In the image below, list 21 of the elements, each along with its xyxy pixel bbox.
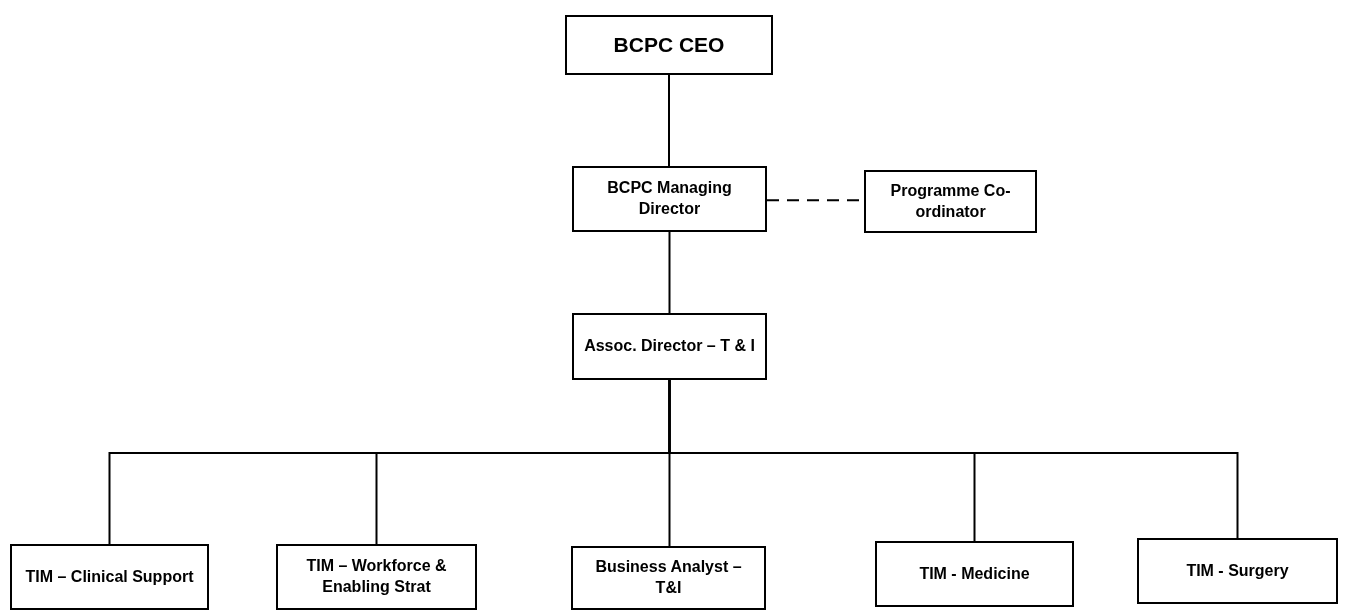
org-box	[276, 544, 477, 610]
role-title: TIM - Surgery	[1186, 560, 1289, 581]
connector-line	[668, 379, 1239, 539]
org-box	[565, 15, 773, 75]
role-title: Programme Co-ordinator	[889, 180, 1012, 222]
connector-line	[668, 74, 670, 167]
role-title: BCPC CEO	[613, 32, 725, 59]
org-box	[875, 541, 1074, 607]
role-title: Business Analyst – T&I	[594, 557, 743, 598]
org-box	[1137, 538, 1338, 604]
org-box	[571, 546, 766, 610]
role-title: TIM – Clinical Support	[25, 566, 194, 587]
org-box	[864, 170, 1037, 233]
role-title: TIM - Medicine	[919, 563, 1030, 584]
org-box	[572, 166, 767, 232]
org-box	[572, 313, 767, 380]
role-title: TIM – Workforce & Enabling Strat	[305, 556, 448, 597]
connector-line	[668, 231, 671, 314]
role-title: Assoc. Director – T & I	[584, 336, 755, 357]
org-box	[10, 544, 209, 610]
role-title: BCPC Managing Director	[606, 178, 733, 219]
